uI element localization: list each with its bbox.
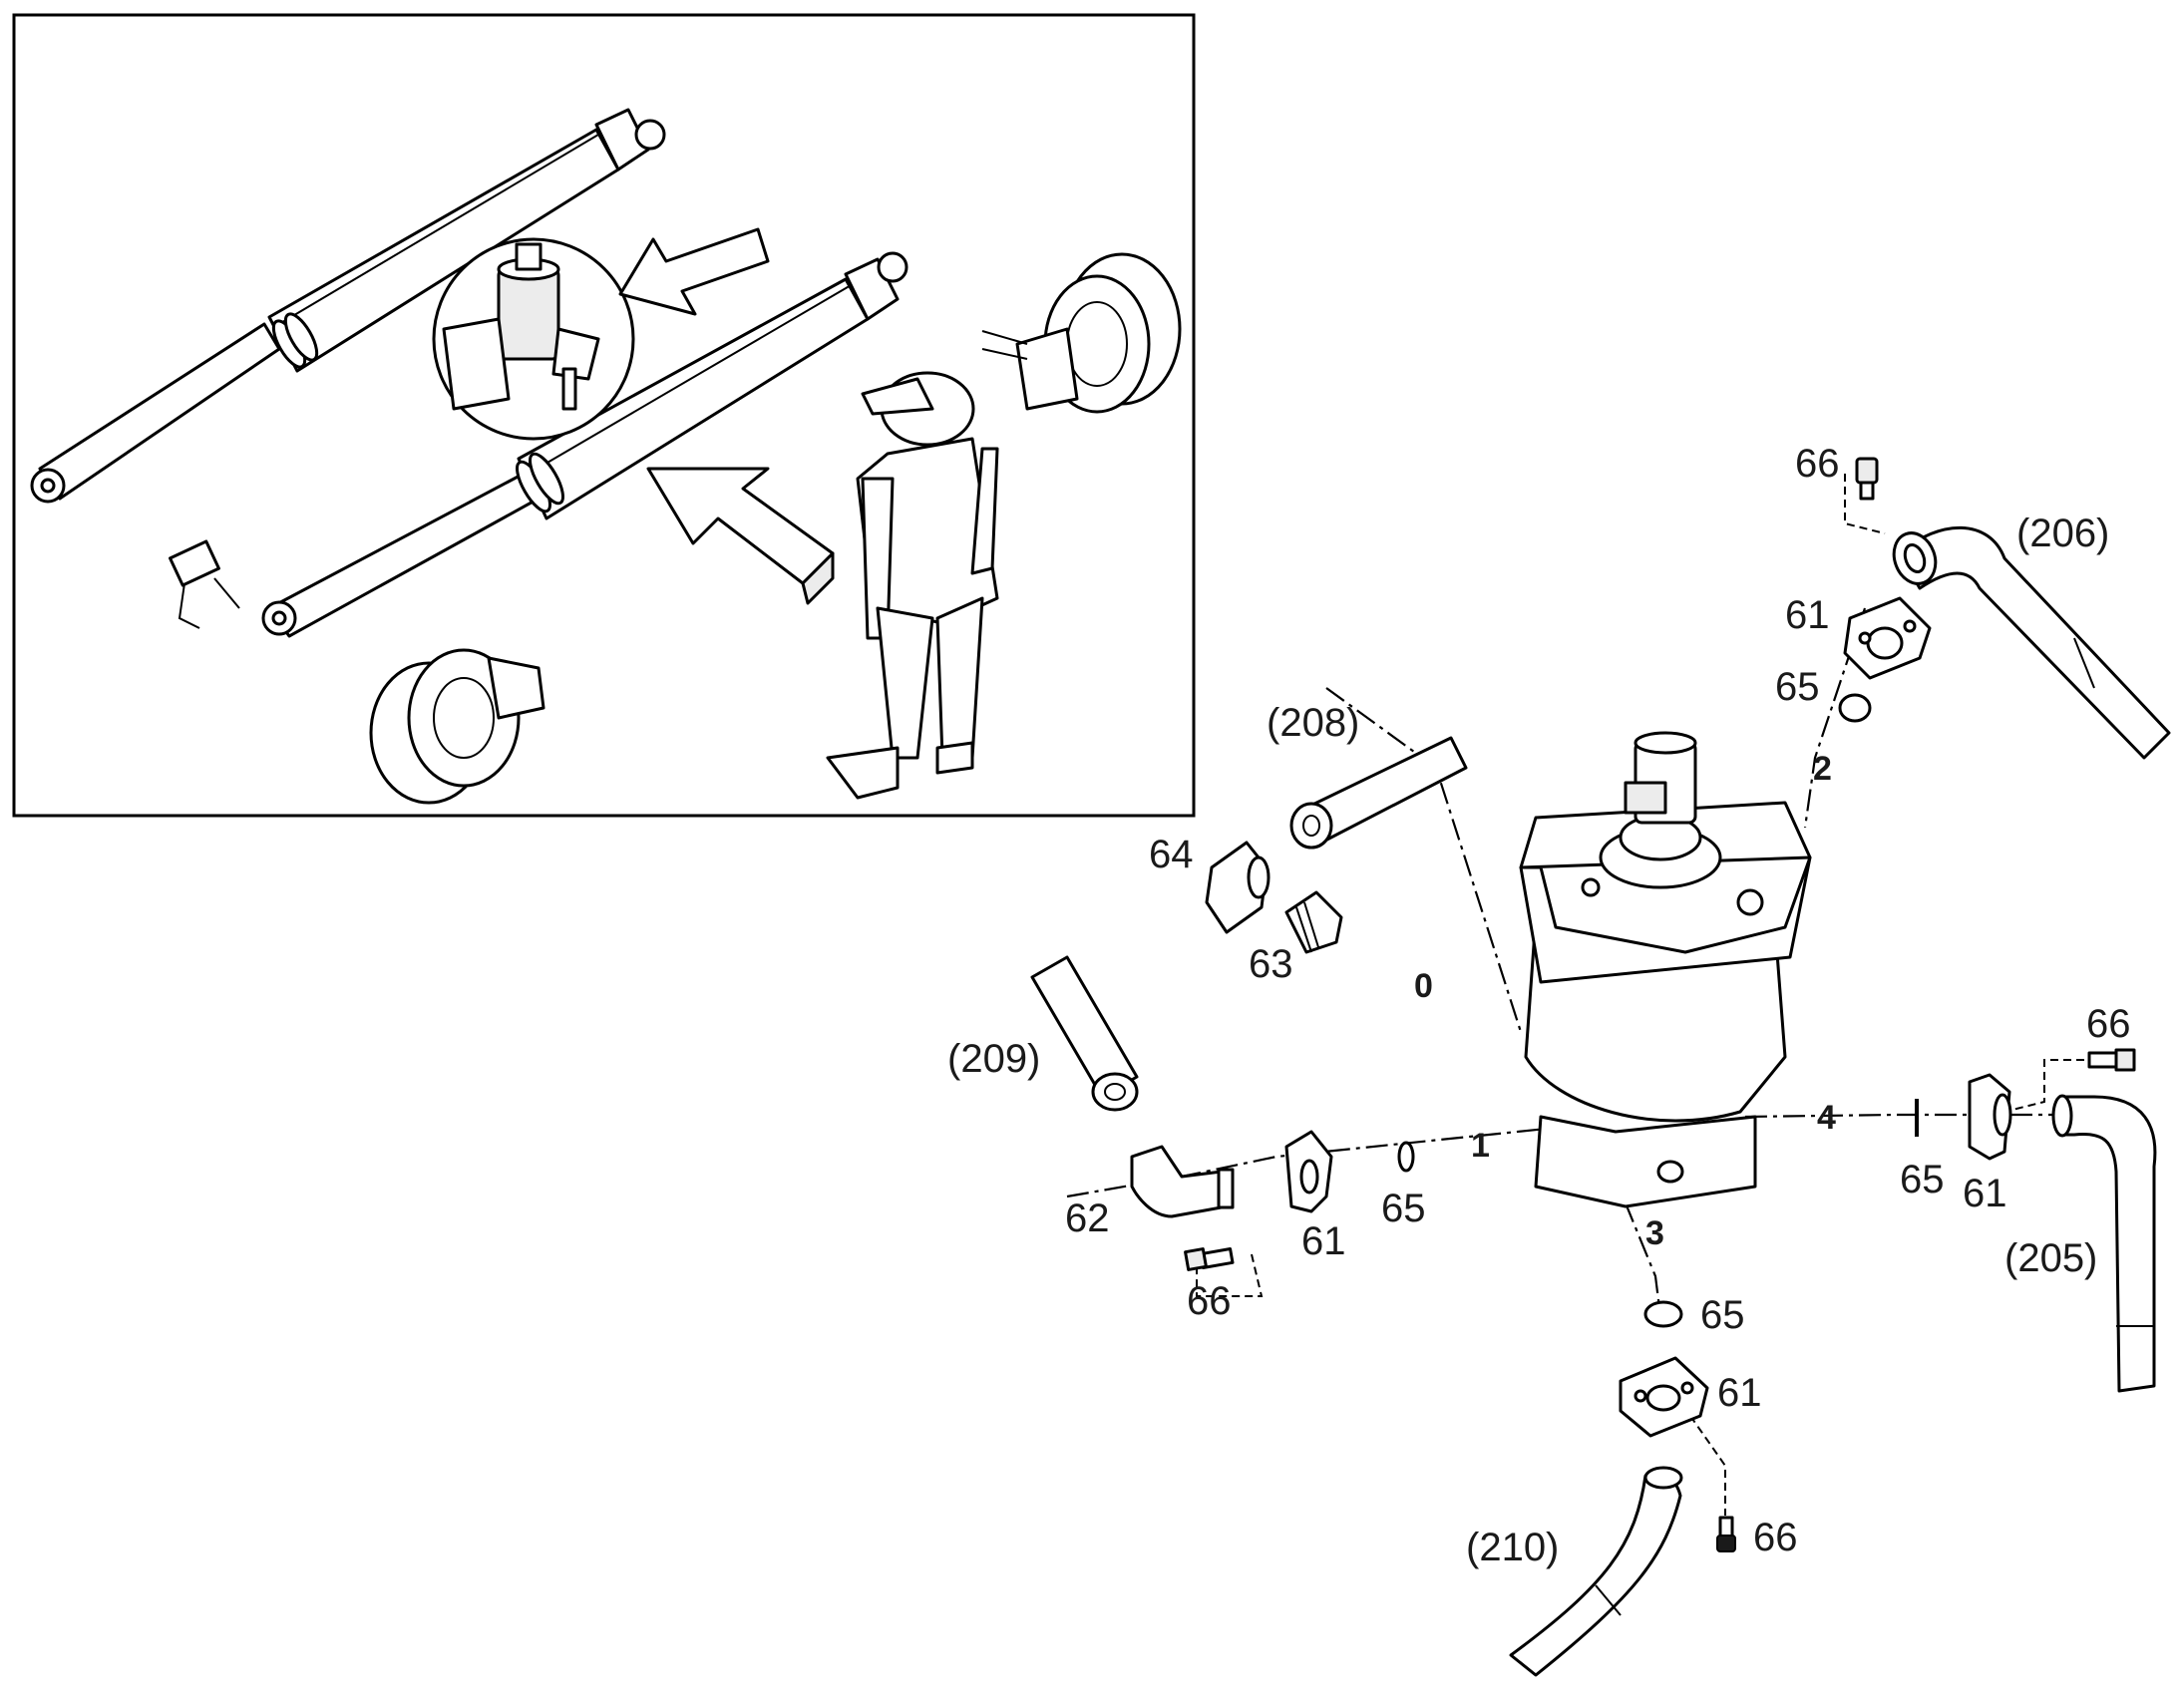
- detail-circle: [432, 237, 635, 441]
- oring-top: [1838, 693, 1872, 723]
- label-flange-right: 61: [1963, 1172, 2007, 1215]
- screw-right: [2087, 1048, 2136, 1072]
- hydraulic-motor: [1519, 731, 1812, 1208]
- overview-inset: [12, 13, 1196, 818]
- hose-210: [1509, 1466, 1683, 1677]
- travel-motor-right: [981, 252, 1182, 414]
- fitting-64: [1205, 841, 1271, 934]
- label-flange-top: 61: [1785, 593, 1830, 637]
- label-path-2: 2: [1813, 750, 1832, 788]
- upper-cylinder: [30, 108, 666, 504]
- screw-top: [1855, 457, 1879, 501]
- flange-bottom: [1619, 1356, 1709, 1438]
- hose-208: [1289, 736, 1468, 850]
- oring-left: [1397, 1141, 1415, 1173]
- travel-motor-left: [369, 648, 545, 805]
- elbow-62: [1130, 1145, 1235, 1218]
- label-hose-208: (208): [1267, 701, 1359, 745]
- label-fitting-64: 64: [1149, 833, 1194, 876]
- label-oring-left: 65: [1381, 1187, 1426, 1230]
- label-oring-bottom: 65: [1700, 1293, 1745, 1337]
- label-hose-209: (209): [947, 1037, 1040, 1081]
- label-screw-right: 66: [2086, 1002, 2131, 1046]
- label-elbow-62: 62: [1065, 1196, 1110, 1240]
- label-screw-top: 66: [1795, 442, 1840, 486]
- label-path-0: 0: [1414, 967, 1433, 1005]
- label-hose-205: (205): [2004, 1236, 2097, 1280]
- valve-block-small: [169, 539, 240, 629]
- fitting-63: [1284, 890, 1343, 954]
- label-path-1: 1: [1471, 1127, 1490, 1165]
- label-hose-210: (210): [1466, 1526, 1559, 1569]
- person-figure: [826, 371, 999, 800]
- flange-left: [1284, 1130, 1333, 1213]
- hose-209: [1030, 955, 1139, 1112]
- label-path-3: 3: [1645, 1214, 1664, 1252]
- oring-bottom: [1643, 1300, 1683, 1328]
- flange-right: [1968, 1073, 2012, 1161]
- hose-205: [2051, 1094, 2157, 1393]
- label-screw-left: 66: [1187, 1279, 1232, 1323]
- label-screw-bottom: 66: [1753, 1516, 1798, 1559]
- label-oring-right: 65: [1900, 1158, 1945, 1201]
- screw-bottom: [1716, 1516, 1736, 1552]
- label-flange-left: 61: [1301, 1219, 1346, 1263]
- lower-cylinder: [261, 251, 908, 638]
- label-flange-bottom: 61: [1717, 1371, 1762, 1415]
- hose-206: [1892, 525, 2171, 760]
- label-fitting-63: 63: [1249, 942, 1293, 986]
- label-oring-top: 65: [1775, 665, 1820, 709]
- flange-top: [1843, 596, 1932, 680]
- arrow-to-detail: [618, 227, 770, 316]
- screw-left: [1184, 1247, 1235, 1271]
- label-path-4: 4: [1817, 1099, 1836, 1137]
- label-hose-206: (206): [2016, 512, 2109, 555]
